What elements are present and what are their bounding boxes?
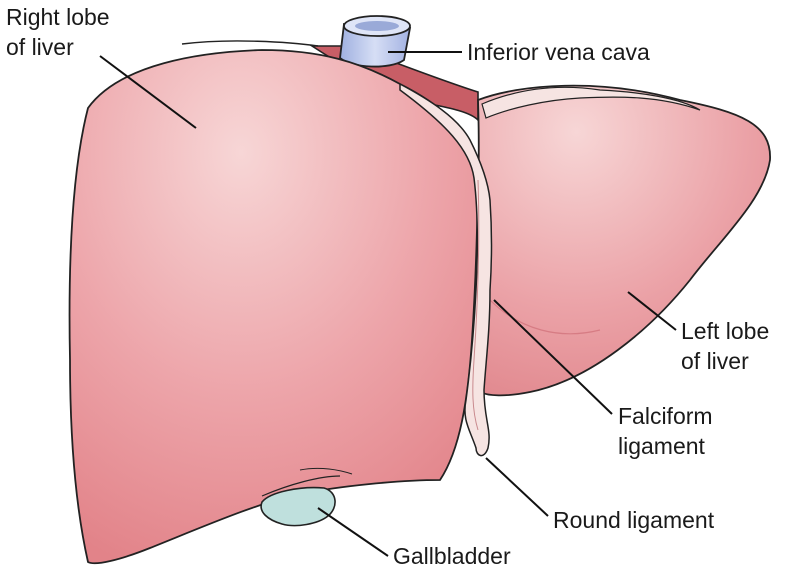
- inferior-border-line-2: [299, 467, 353, 475]
- falciform-inner-line: [472, 179, 480, 431]
- label-falciform-line2: ligament: [618, 433, 705, 459]
- right-lobe: [68, 49, 479, 565]
- label-right-lobe-line2: of liver: [6, 34, 74, 60]
- label-falciform-ligament: Falciform ligament: [618, 401, 713, 461]
- left-lobe-shading: [489, 299, 601, 335]
- label-left-lobe-line1: Left lobe: [681, 318, 770, 344]
- inferior-border-line: [261, 475, 341, 497]
- label-left-lobe: Left lobe of liver: [681, 316, 769, 376]
- leader-gallbladder: [317, 507, 389, 557]
- label-gallbladder: Gallbladder: [393, 543, 511, 569]
- leader-falciform: [493, 299, 613, 415]
- label-inferior-vena-cava: Inferior vena cava: [467, 39, 650, 65]
- label-left-lobe-line2: of liver: [681, 348, 749, 374]
- leader-round-ligament: [485, 457, 549, 517]
- label-round-ligament: Round ligament: [553, 507, 715, 533]
- inferior-vena-cava: [339, 15, 412, 68]
- label-right-lobe: Right lobe of liver: [6, 2, 110, 62]
- coronary-ligament-edge: [181, 40, 319, 47]
- label-falciform-line1: Falciform: [618, 403, 713, 429]
- falciform-ligament: [399, 82, 493, 457]
- leader-right-lobe: [99, 55, 197, 129]
- left-lobe-top-edge: [481, 86, 701, 119]
- label-right-lobe-line1: Right lobe: [6, 4, 110, 30]
- leader-left-lobe: [627, 291, 677, 331]
